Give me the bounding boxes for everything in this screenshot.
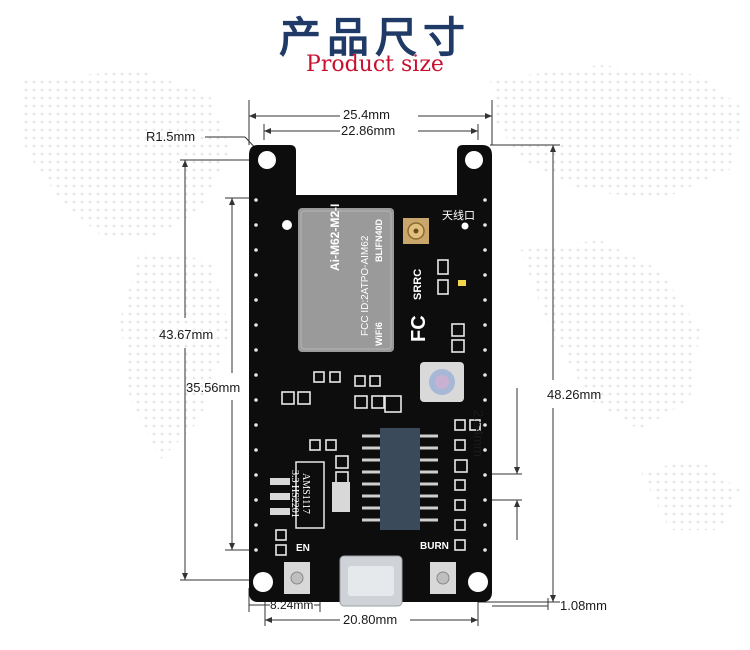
- page-title: 产品尺寸: [278, 13, 471, 62]
- dim-bottom-right: 1.08mm: [560, 598, 607, 613]
- regulator-line2: 3.3 HS2201: [289, 470, 300, 518]
- dim-width-inner: 22.86mm: [341, 123, 396, 138]
- fcc-id: FCC ID:2ATPO-AIM62: [360, 235, 371, 336]
- fc-mark: FC: [408, 315, 430, 342]
- regulator-line1: AMS1117: [300, 473, 311, 514]
- en-label: EN: [296, 543, 310, 554]
- module-shield: [298, 208, 394, 352]
- mounting-hole-top-right: [465, 151, 483, 169]
- dim-height-inner-left: 35.56mm: [186, 380, 241, 395]
- srrc-label: SRRC: [412, 268, 424, 300]
- led: [458, 280, 466, 286]
- module-name: Ai-M62-M2-I: [328, 203, 342, 271]
- dim-width-outer: 25.4mm: [343, 107, 390, 122]
- mounting-hole-top-left: [258, 151, 276, 169]
- dim-bottom-width: 20.80mm: [343, 612, 398, 627]
- dim-pitch: 2.54mm: [471, 410, 486, 457]
- regulator-outline: [295, 461, 325, 529]
- antenna-label: 天线口: [442, 209, 475, 222]
- wifi-label: WiFi6: [374, 322, 384, 346]
- chip-label: BLIFN40D: [374, 218, 384, 262]
- mounting-hole-bottom-right: [468, 572, 488, 592]
- mounting-hole-bottom-left: [253, 572, 273, 592]
- dim-corner-radius: R1.5mm: [146, 129, 196, 144]
- burn-label: BURN: [420, 541, 449, 552]
- dim-height-left: 43.67mm: [159, 327, 214, 342]
- dim-height-total: 48.26mm: [547, 387, 602, 402]
- dim-bottom-left: 8.24mm: [270, 598, 314, 612]
- usb-uart-ic: [380, 428, 420, 530]
- page-subtitle: Product size: [306, 52, 444, 77]
